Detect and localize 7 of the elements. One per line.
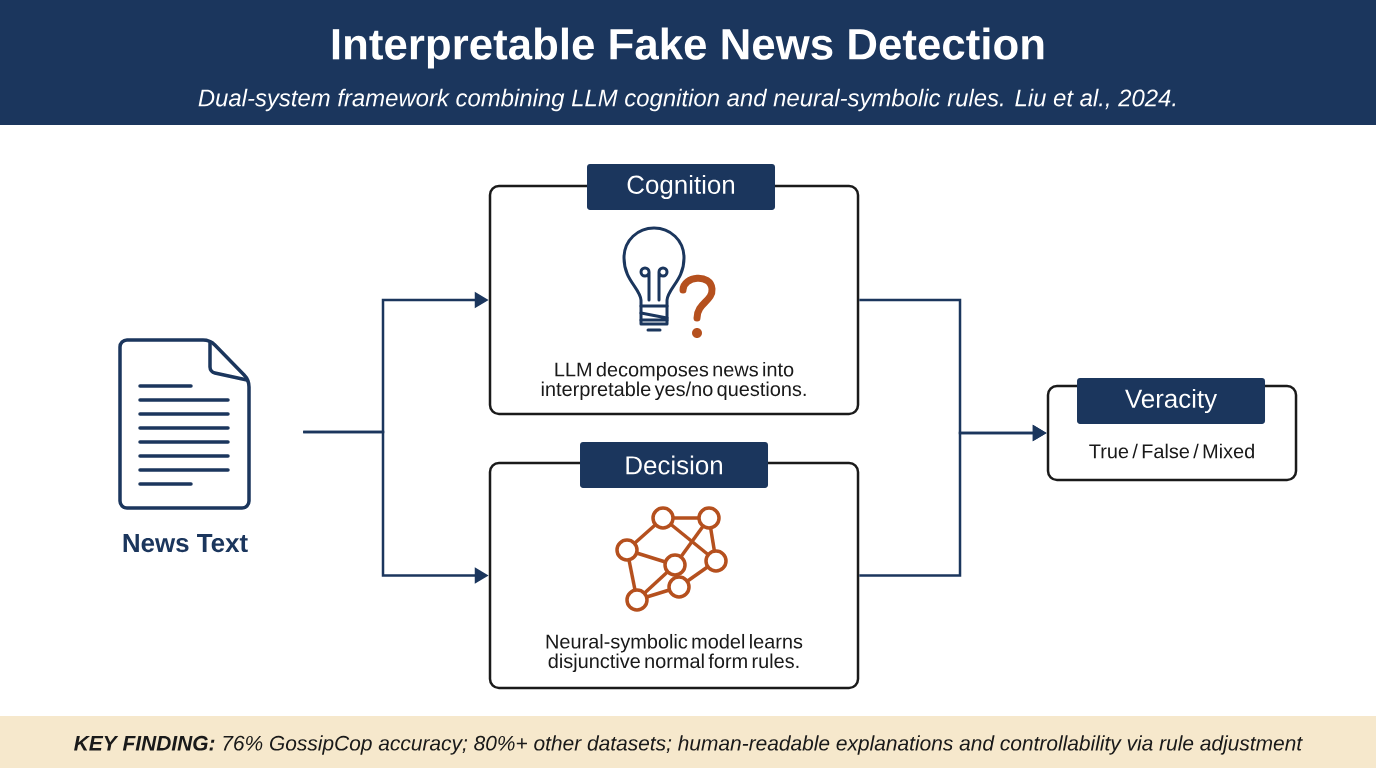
header-tab: Cognition [587, 164, 775, 210]
header-tab: Decision [580, 442, 768, 488]
subtitle: Dual-system framework combining LLM cognition and neural-symbolic rules. Liu et al., 2024. [198, 88, 1176, 112]
header-tab: Veracity [1077, 378, 1265, 424]
document-label: News Text [123, 534, 248, 553]
title: Interpretable Fake News Detection [332, 27, 1044, 69]
finding-banner: KEY FINDING: 76% GossipCop accuracy; 80%+ other datasets; human-readable explanations and controllability via rule adjustment [0, 716, 1376, 768]
